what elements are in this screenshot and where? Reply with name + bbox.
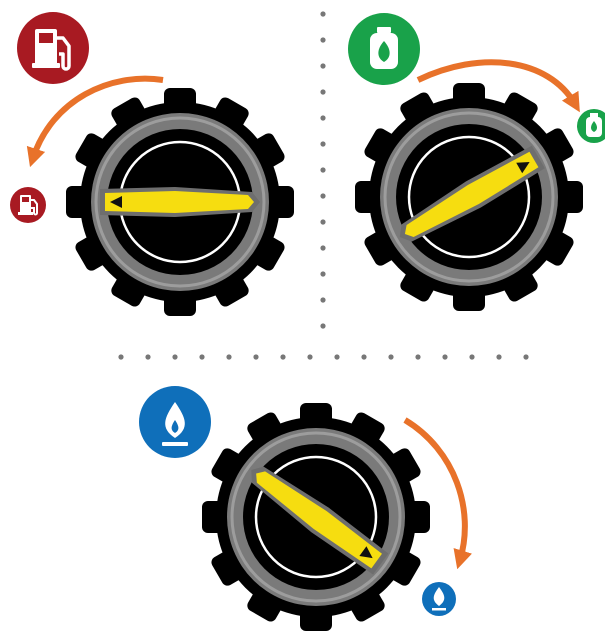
propane-panel [348, 13, 605, 311]
propane-badge-small [577, 109, 605, 143]
propane-selector-knob [355, 83, 583, 311]
natural-gas-badge-large [139, 386, 211, 458]
gasoline-selector-knob [66, 88, 294, 316]
natural-gas-panel [139, 386, 465, 631]
gasoline-badge-large [17, 12, 89, 84]
natural-gas-badge-small [422, 582, 456, 616]
gasoline-panel [10, 12, 294, 316]
gasoline-badge-small [10, 187, 46, 223]
propane-badge-large [348, 13, 420, 85]
natural-gas-selector-knob [202, 403, 430, 631]
clockwise-arrow [418, 62, 575, 104]
clockwise-arrow-natural-gas [405, 420, 465, 560]
gasoline-knob-pointer [100, 187, 260, 217]
